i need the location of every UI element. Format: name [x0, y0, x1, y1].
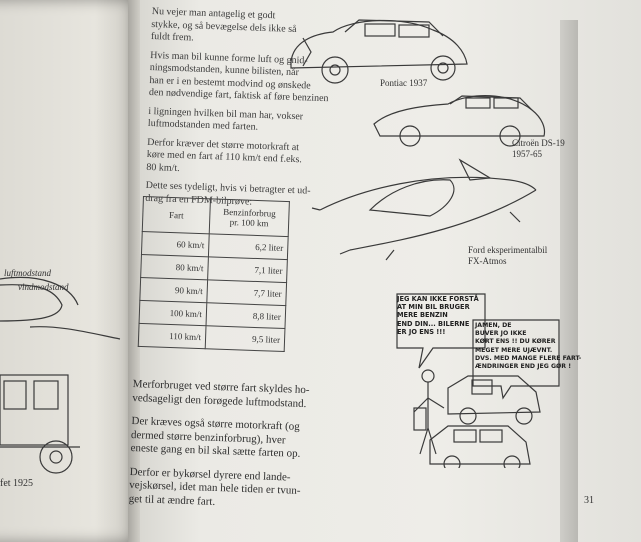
speech-bubble-2: JAMEN, DE BUVER JO IKKE KØRT ENS !! DU K… [475, 322, 581, 371]
speed-cell: 60 km/t [141, 231, 210, 257]
consumption-cell: 9,5 liter [205, 325, 285, 352]
pontiac-caption: Pontiac 1937 [380, 78, 428, 88]
header-consumption: Benzinforbrug pr. 100 km [209, 198, 290, 237]
table-header-row: Fart Benzinforbrug pr. 100 km [142, 196, 290, 237]
left-label-1: luftmodstand [4, 268, 52, 278]
left-airflow-diagram [0, 276, 121, 340]
right-page [140, 0, 641, 542]
citroen-caption-years: 1957-65 [512, 149, 542, 159]
bubble-line: JEG KAN IKKE FORSTÅ [397, 295, 479, 303]
consumption-cell: 7,7 liter [206, 279, 287, 306]
cartoon-cars-illustration [413, 369, 541, 468]
speed-cell: 110 km/t [138, 323, 207, 349]
consumption-cell: 8,8 liter [206, 302, 286, 329]
page-edge [560, 20, 578, 542]
bubble-line: JAMEN, DE [475, 322, 512, 329]
bubble-line: DVS. MED MANGE FLERE FART- [475, 354, 582, 362]
pontiac-car-illustration [290, 19, 468, 84]
bubble-line: AT MIN BIL BRUGER [397, 303, 470, 312]
speed-cell: 100 km/t [139, 300, 207, 326]
consumption-cell: 7,1 liter [207, 256, 288, 283]
bubble-line: BUVER JO IKKE [475, 330, 527, 338]
bubble-line: KØRT ENS !! DU KØRER [475, 338, 556, 346]
bubble-line: ÆNDRINGER END JEG GØR ! [475, 363, 572, 371]
body-text: Merforbruget ved større fart skyldes ho-… [129, 378, 310, 512]
bubble-line: MERE BENZIN [397, 311, 448, 320]
consumption-cell: 6,2 liter [208, 233, 289, 260]
left-caption: fet 1925 [0, 478, 34, 489]
left-page [0, 0, 140, 542]
left-vintage-car-illustration [0, 374, 80, 474]
cartoon-speech-bubbles [396, 293, 560, 400]
bubble-line: ER JO ENS !!! [397, 327, 446, 336]
ford-concept-car-illustration [311, 158, 537, 261]
speed-cell: 80 km/t [140, 254, 209, 280]
ford-caption-name: FX-Atmos [468, 256, 507, 266]
bubble-line: END DIN... BILERNE [397, 319, 470, 328]
speed-cell: 90 km/t [139, 277, 208, 303]
header-speed: Fart [142, 196, 211, 234]
citroen-car-illustration [373, 95, 546, 147]
page-number: 31 [584, 495, 594, 506]
bubble-line: MEGET MERE UJÆVNT. [475, 346, 553, 354]
ford-caption-model: Ford eksperimentalbil [468, 245, 548, 255]
speech-bubble-1: JEG KAN IKKE FORSTÅ AT MIN BIL BRUGER ME… [397, 295, 479, 336]
left-label-2: vindmodstand [18, 282, 69, 292]
citroen-caption-model: Citroën DS-19 [512, 138, 565, 148]
